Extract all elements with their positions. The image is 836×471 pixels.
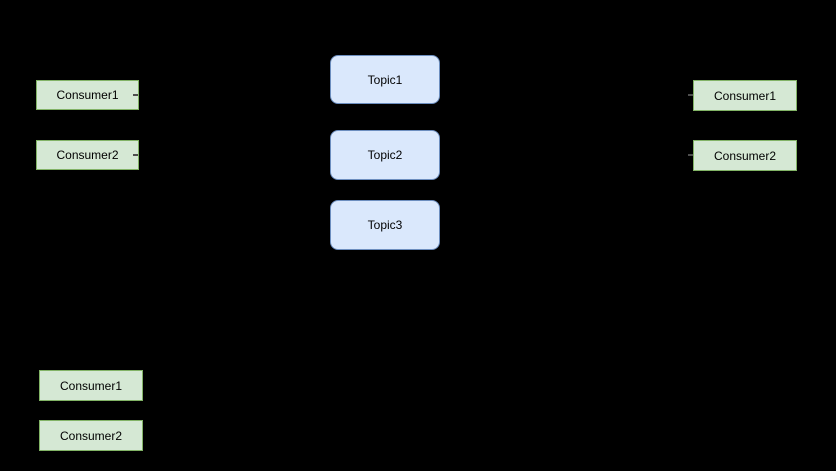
connector-stub: [133, 94, 138, 96]
connector-stub: [688, 154, 693, 156]
node-label: Topic1: [367, 72, 403, 87]
node-left-consumer1[interactable]: Consumer1: [36, 80, 139, 110]
node-bottom-consumer2[interactable]: Consumer2: [39, 420, 143, 451]
node-topic2[interactable]: Topic2: [330, 130, 440, 180]
node-label: Topic2: [367, 148, 403, 162]
node-right-consumer1[interactable]: Consumer1: [693, 80, 797, 111]
node-bottom-consumer1[interactable]: Consumer1: [39, 370, 143, 401]
node-label: Consumer1: [56, 88, 119, 102]
connector-stub: [688, 94, 693, 96]
node-label: Consumer2: [59, 428, 123, 443]
node-label: Consumer1: [713, 88, 777, 103]
node-label: Consumer2: [56, 148, 119, 162]
node-left-consumer2[interactable]: Consumer2: [36, 140, 139, 170]
node-topic1[interactable]: Topic1: [330, 55, 440, 104]
connector-stub: [133, 154, 138, 156]
node-label: Topic3: [367, 218, 403, 232]
node-topic3[interactable]: Topic3: [330, 200, 440, 250]
node-label: Consumer2: [713, 148, 777, 163]
node-label: Consumer1: [59, 378, 123, 393]
node-right-consumer2[interactable]: Consumer2: [693, 140, 797, 171]
